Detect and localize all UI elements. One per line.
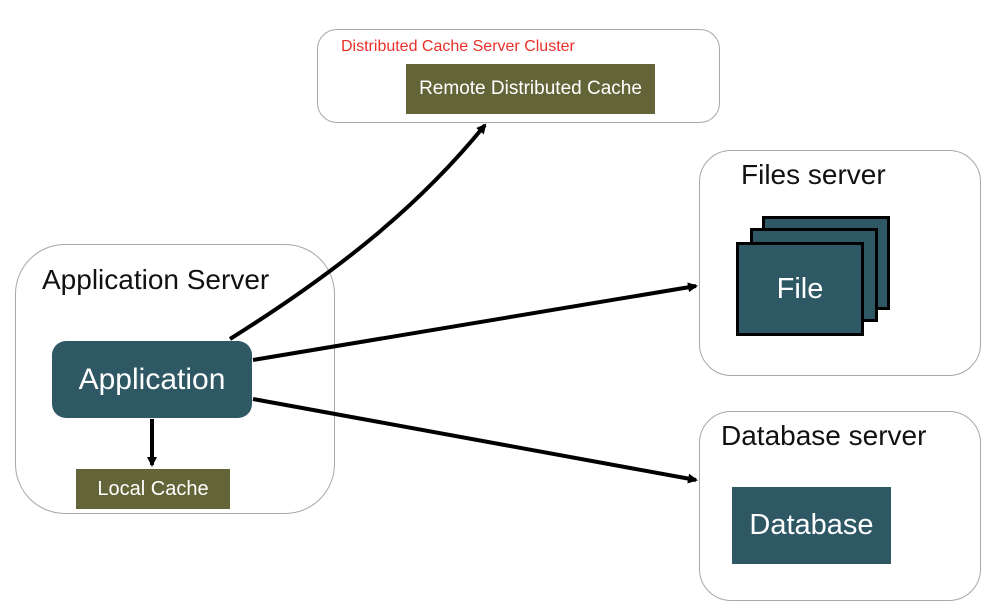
app-server-title: Application Server bbox=[42, 264, 270, 295]
cache-cluster-title: Distributed Cache Server Cluster bbox=[341, 38, 575, 55]
local-cache-node: Local Cache bbox=[76, 469, 230, 509]
application-node: Application bbox=[52, 341, 252, 418]
files-server-title: Files server bbox=[741, 159, 886, 190]
database-node: Database bbox=[732, 487, 891, 564]
cache-cluster-container: Distributed Cache Server Cluster Remote … bbox=[317, 29, 720, 123]
remote-distributed-cache-node: Remote Distributed Cache bbox=[406, 64, 655, 114]
db-server-container: Database server Database bbox=[699, 411, 981, 601]
app-server-container: Application Server Application Local Cac… bbox=[15, 244, 335, 514]
db-server-title: Database server bbox=[721, 420, 927, 451]
file-node: File bbox=[736, 242, 864, 336]
files-server-container: Files server File bbox=[699, 150, 981, 376]
